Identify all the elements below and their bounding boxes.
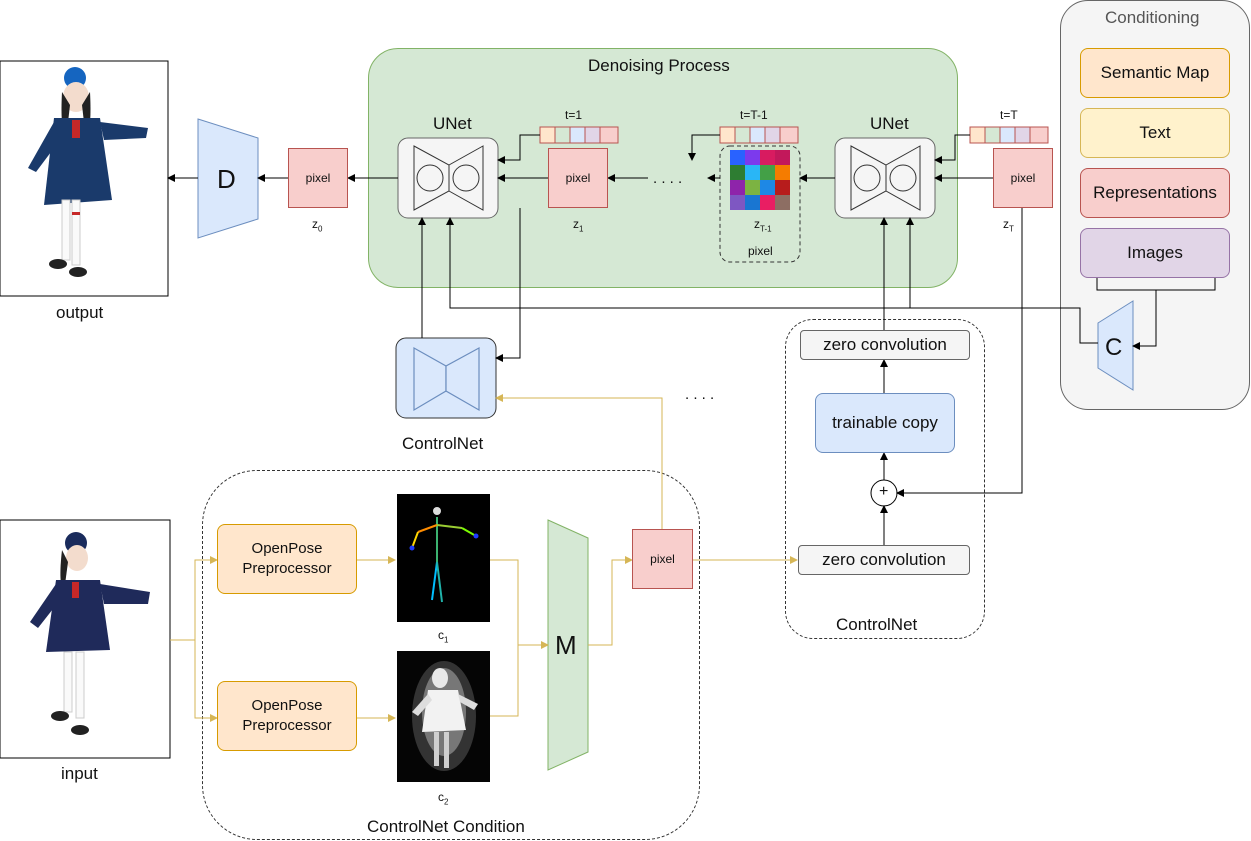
latent-z1-label: z1 bbox=[573, 217, 583, 233]
conditioning-item-label: Text bbox=[1139, 123, 1171, 142]
plus-symbol: + bbox=[879, 483, 889, 500]
conditioning-item-label: Semantic Map bbox=[1100, 63, 1210, 82]
latent-z0-text: pixel bbox=[305, 171, 331, 185]
latent-z1-box: pixel bbox=[548, 148, 608, 208]
latent-zT1-label-sub: T-1 bbox=[760, 224, 772, 234]
zT1-group-outline bbox=[719, 145, 801, 263]
latent-z1-text: pixel bbox=[565, 171, 591, 185]
controlnet-condition-panel bbox=[202, 470, 700, 840]
encoder-c-label: C bbox=[1105, 334, 1123, 361]
step-token-tT bbox=[969, 126, 1049, 144]
latent-z1-label-main: z bbox=[573, 217, 579, 231]
controlnet-right-panel bbox=[785, 319, 985, 639]
denoising-process-title: Denoising Process bbox=[588, 56, 730, 75]
decoder-shape bbox=[197, 118, 259, 239]
step-tT-label: t=T bbox=[1000, 108, 1018, 122]
latent-zT-label: zT bbox=[1003, 217, 1014, 233]
depth-image-c2 bbox=[397, 651, 490, 782]
trainable-copy-box: trainable copy bbox=[815, 393, 955, 453]
encoder-c-shape bbox=[1097, 300, 1134, 391]
conditioning-title: Conditioning bbox=[1105, 8, 1200, 27]
conditioning-item-label: Representations bbox=[1093, 183, 1217, 202]
trainable-copy-label: trainable copy bbox=[832, 413, 938, 432]
openpose-preprocessor-1-label: OpenPose Preprocessor bbox=[242, 540, 332, 577]
step-token-tT1 bbox=[719, 126, 799, 144]
controlnet-right-label: ControlNet bbox=[836, 615, 918, 634]
conditioning-item-label: Images bbox=[1127, 243, 1183, 262]
c1-label-main: c bbox=[438, 628, 444, 642]
merge-m-label: M bbox=[555, 630, 577, 660]
latent-zT-label-sub: T bbox=[1009, 224, 1014, 234]
c1-label-sub: 1 bbox=[444, 635, 449, 645]
ellipsis-middle: . . . . bbox=[685, 386, 715, 403]
condition-pixel-label: pixel bbox=[650, 552, 675, 566]
zero-convolution-top: zero convolution bbox=[800, 330, 970, 360]
unet-left-label: UNet bbox=[433, 114, 472, 133]
c1-label: c1 bbox=[438, 628, 448, 644]
openpose-preprocessor-2: OpenPose Preprocessor bbox=[217, 681, 357, 751]
latent-z0-label: z0 bbox=[312, 217, 322, 233]
openpose-preprocessor-1: OpenPose Preprocessor bbox=[217, 524, 357, 594]
latent-zT-label-main: z bbox=[1003, 217, 1009, 231]
unet-right-label: UNet bbox=[870, 114, 909, 133]
decoder-d-label: D bbox=[217, 164, 236, 194]
c2-label-sub: 2 bbox=[444, 797, 449, 807]
condition-pixel-box: pixel bbox=[632, 529, 693, 589]
latent-zT1-text: pixel bbox=[748, 244, 773, 258]
c2-label-main: c bbox=[438, 790, 444, 804]
controlnet-condition-label: ControlNet Condition bbox=[367, 817, 525, 836]
zero-convolution-bottom-label: zero convolution bbox=[822, 550, 946, 569]
latent-zT-text: pixel bbox=[1010, 171, 1036, 185]
output-image bbox=[0, 60, 169, 297]
latent-z0-box: pixel bbox=[288, 148, 348, 208]
unet-left-icon bbox=[413, 145, 484, 211]
pose-image-c1 bbox=[397, 494, 490, 622]
zero-convolution-bottom: zero convolution bbox=[798, 545, 970, 575]
zero-convolution-top-label: zero convolution bbox=[823, 335, 947, 354]
latent-z0-label-sub: 0 bbox=[318, 224, 323, 234]
conditioning-bracket bbox=[1096, 278, 1216, 291]
latent-z1-label-sub: 1 bbox=[579, 224, 584, 234]
conditioning-item-semantic-map: Semantic Map bbox=[1080, 48, 1230, 98]
latent-zT1-label-main: z bbox=[754, 217, 760, 231]
latent-zT-box: pixel bbox=[993, 148, 1053, 208]
controlnet-left-label: ControlNet bbox=[402, 434, 484, 453]
unet-right-icon bbox=[850, 145, 921, 211]
step-token-t1 bbox=[539, 126, 619, 144]
latent-z0-label-main: z bbox=[312, 217, 318, 231]
zT1-color-grid bbox=[730, 150, 790, 210]
merge-m-shape bbox=[547, 519, 589, 771]
latent-zT1-label: zT-1 bbox=[754, 217, 772, 233]
conditioning-item-representations: Representations bbox=[1080, 168, 1230, 218]
conditioning-item-text: Text bbox=[1080, 108, 1230, 158]
step-t1-label: t=1 bbox=[565, 108, 583, 122]
step-tT1-label: t=T-1 bbox=[740, 108, 768, 122]
conditioning-item-images: Images bbox=[1080, 228, 1230, 278]
c2-label: c2 bbox=[438, 790, 448, 806]
input-caption: input bbox=[61, 764, 98, 783]
input-image bbox=[0, 519, 171, 759]
output-caption: output bbox=[56, 303, 104, 322]
controlnet-left-icon bbox=[413, 346, 480, 412]
ellipsis-top: . . . . bbox=[653, 170, 683, 187]
openpose-preprocessor-2-label: OpenPose Preprocessor bbox=[242, 697, 332, 734]
